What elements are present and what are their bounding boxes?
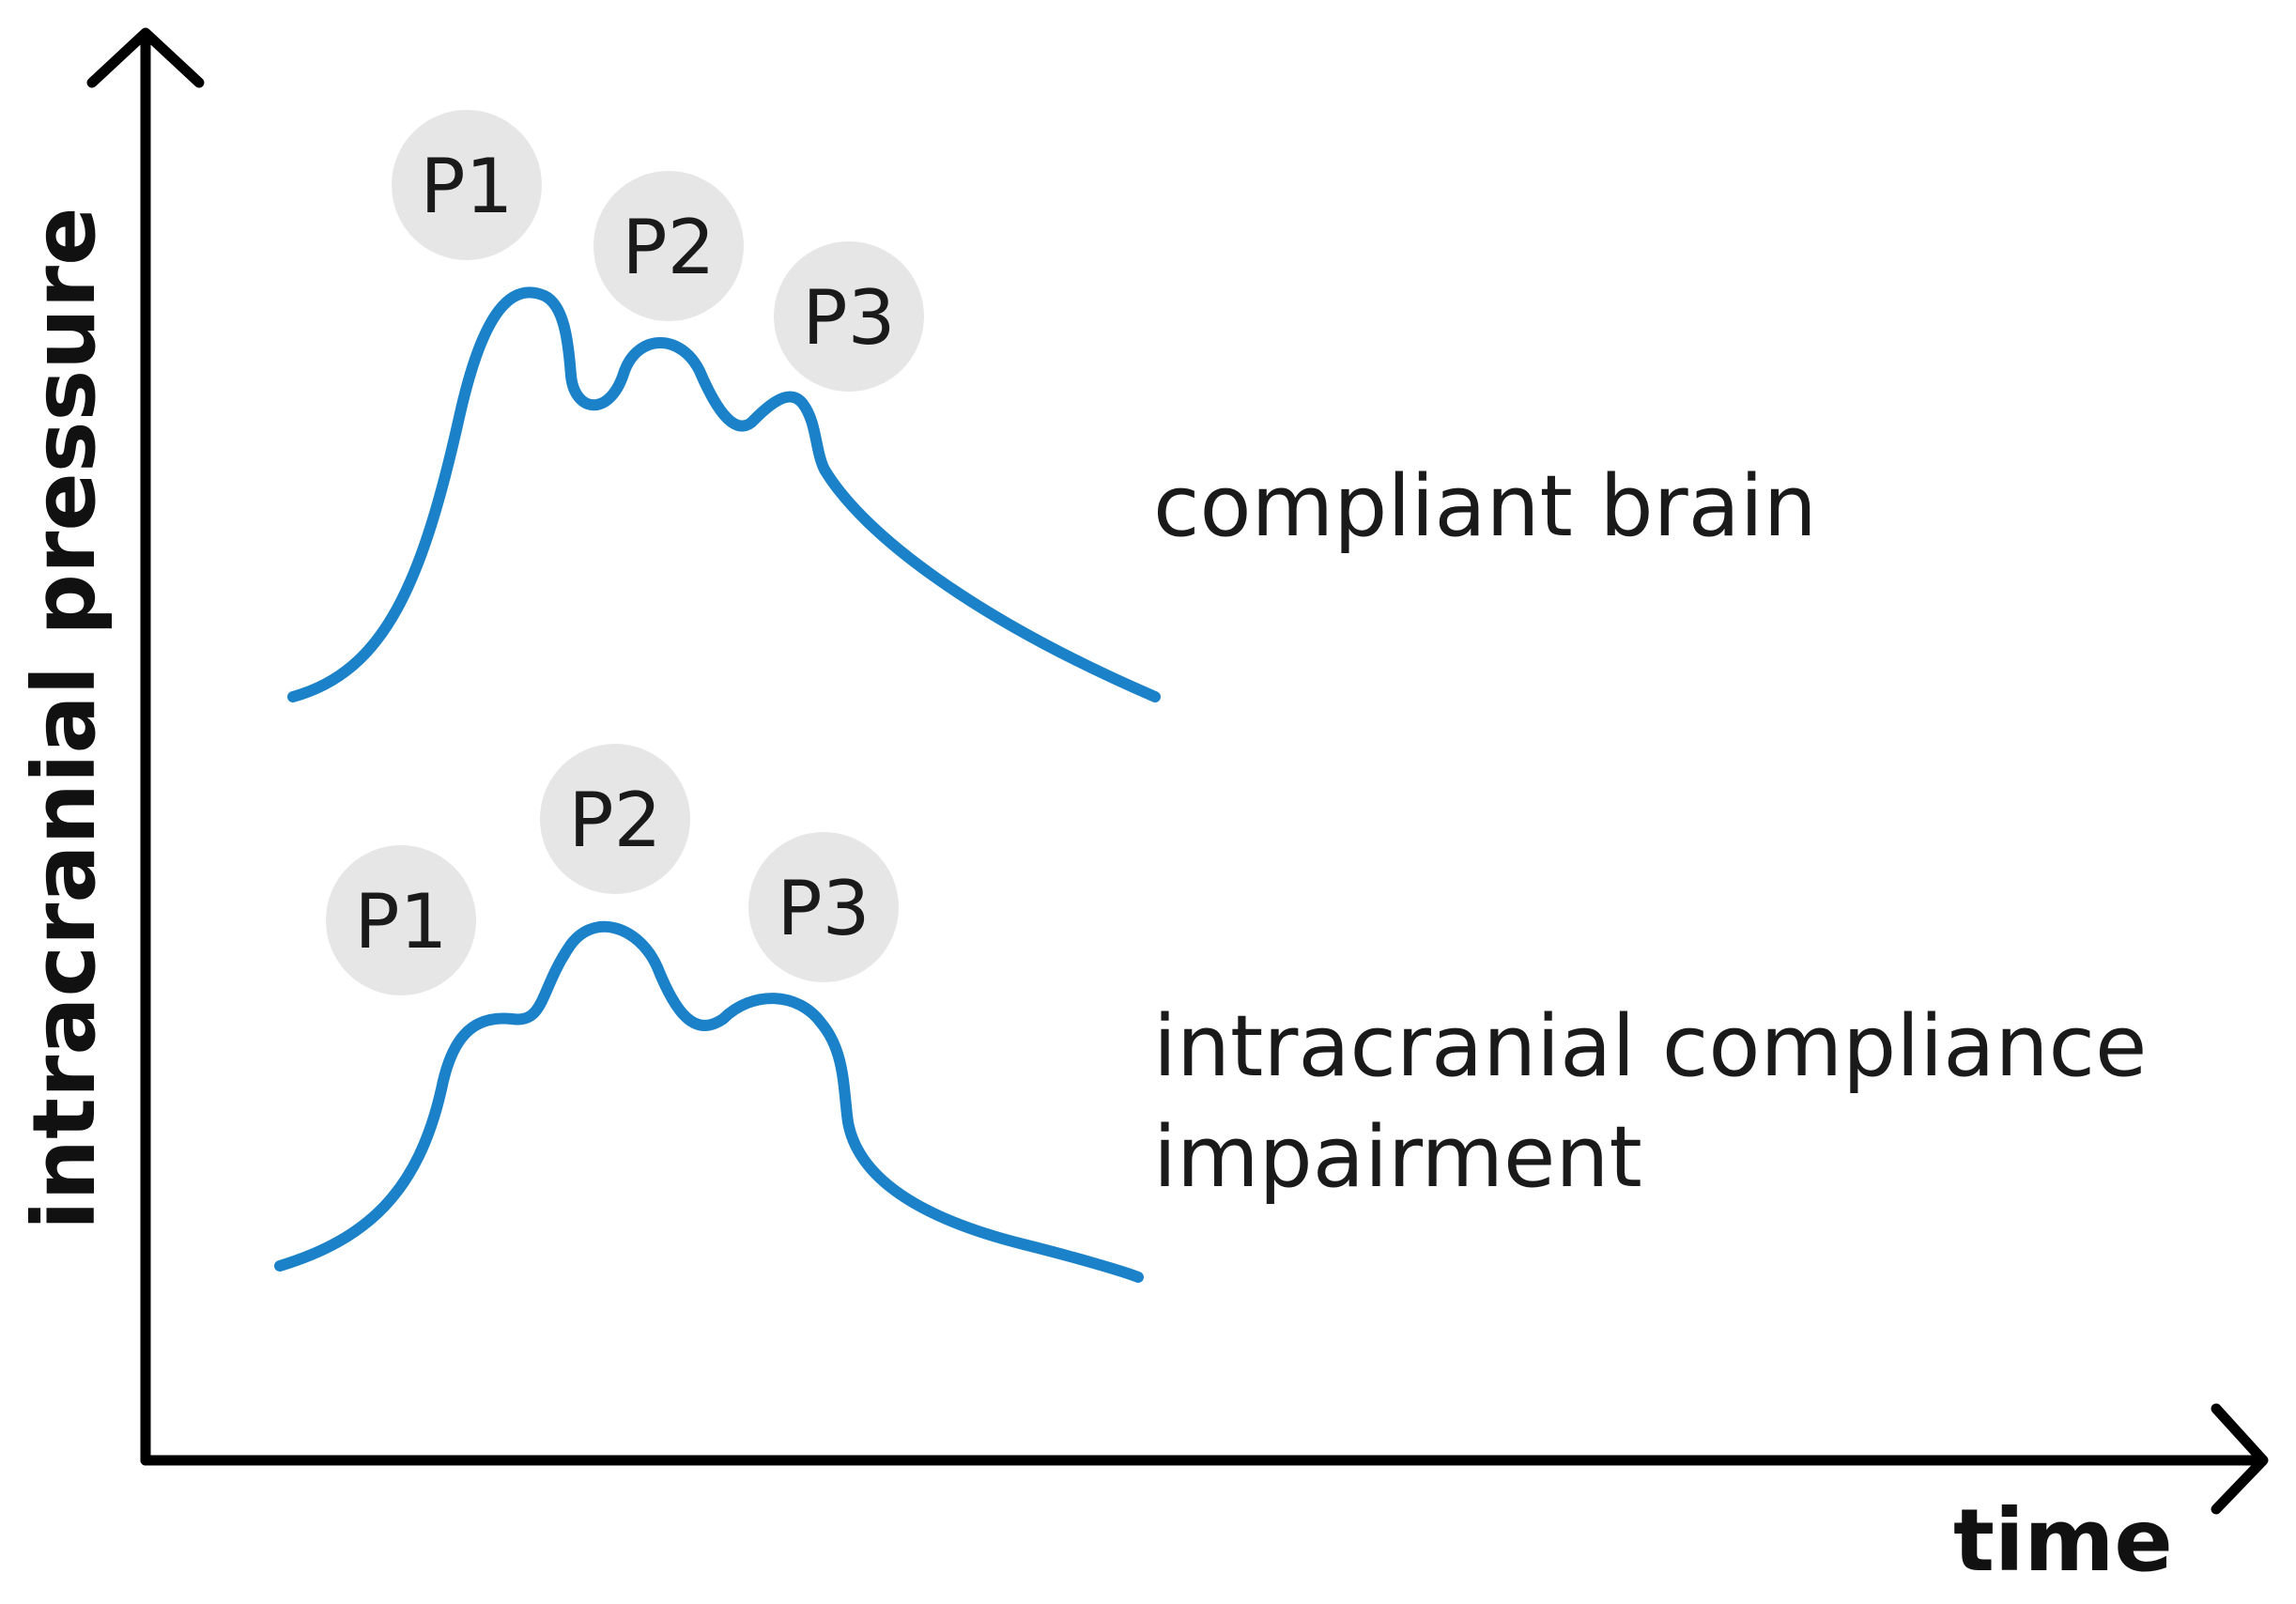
axes bbox=[86, 27, 2269, 1515]
peak-badge-bg bbox=[540, 744, 690, 894]
peak-badge-p1: P1 bbox=[326, 845, 476, 995]
waveform-compliant: P1 P2 P3 compliant brain bbox=[287, 110, 1817, 702]
peak-badge-bg bbox=[774, 241, 924, 392]
waveform-label: compliant brain bbox=[1153, 457, 1817, 556]
waveform-impaired-curve bbox=[274, 920, 1144, 1283]
peak-label: P1 bbox=[420, 143, 513, 230]
waveform-label: intracranial compliance impairment bbox=[1153, 997, 2174, 1207]
x-axis-arrow-icon bbox=[2211, 1403, 2269, 1515]
peak-badge-bg bbox=[326, 845, 476, 995]
y-axis-arrow-icon bbox=[86, 27, 205, 88]
x-axis-title: time bbox=[1953, 1490, 2173, 1591]
peak-badge-bg bbox=[748, 832, 899, 982]
peak-badge-p3: P3 bbox=[748, 832, 899, 982]
waveform-label-line: compliant brain bbox=[1153, 457, 1817, 556]
waveform-compliant-curve bbox=[287, 286, 1161, 702]
peak-badge-p2: P2 bbox=[593, 171, 744, 321]
waveform-label-line: impairment bbox=[1153, 1108, 1642, 1207]
peak-label: P2 bbox=[568, 777, 661, 864]
waveform-label-line: intracranial compliance bbox=[1153, 997, 2147, 1096]
peak-badge-p3: P3 bbox=[774, 241, 924, 392]
waveform-impaired: P1 P2 P3 intracranial compliance impairm… bbox=[274, 744, 2174, 1283]
peak-badge-bg bbox=[593, 171, 744, 321]
peak-label: P1 bbox=[354, 878, 447, 965]
peak-label: P2 bbox=[622, 204, 715, 291]
y-axis-title: intracranial pressure bbox=[14, 207, 115, 1230]
peak-label: P3 bbox=[777, 865, 870, 952]
peak-badge-p1: P1 bbox=[392, 110, 542, 260]
peak-badge-p2: P2 bbox=[540, 744, 690, 894]
peak-badge-bg bbox=[392, 110, 542, 260]
peak-label: P3 bbox=[802, 274, 895, 362]
